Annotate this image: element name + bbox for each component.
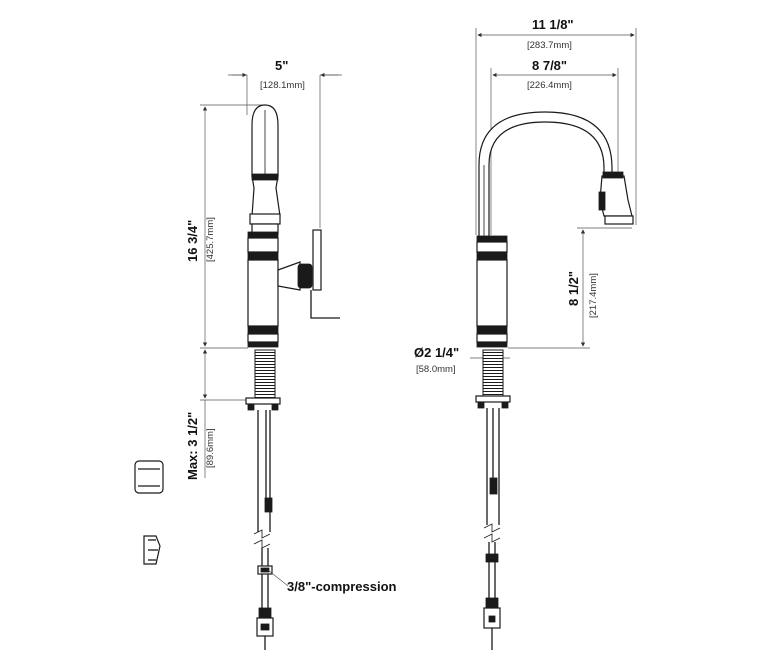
loose-parts [134,460,164,565]
spout-height-metric: [217.4mm] [588,273,599,318]
supply-callout-label: 3/8"-compression [287,579,397,594]
spout-label: 8 7/8" [532,58,567,73]
deck-metric: [89.6mm] [205,428,216,468]
reach-label: 11 1/8" [532,17,574,32]
spout-height-label: 8 1/2" [566,271,581,306]
supply-callout: 3/8"-compression [267,569,397,594]
base-label: Ø2 1/4" [414,345,459,360]
faucet-front-body [475,111,634,650]
side-view: 5" [128.1mm] 16 3/4" [425.7mm] Max: 3 1/… [134,58,397,650]
width-label: 5" [275,58,288,73]
front-view: 11 1/8" [283.7mm] 8 7/8" [226.4mm] 8 1/2… [414,17,637,650]
spout-dimension: 8 7/8" [226.4mm] [490,58,619,235]
height-dimension: 16 3/4" [425.7mm] [185,104,265,349]
height-label: 16 3/4" [185,220,200,262]
faucet-side-body [245,104,340,650]
base-metric: [58.0mm] [416,364,456,375]
deck-label: Max: 3 1/2" [185,412,200,480]
reach-metric: [283.7mm] [527,40,572,51]
reach-dimension: 11 1/8" [283.7mm] [475,17,637,235]
deck-dimension: Max: 3 1/2" [89.6mm] [185,349,250,480]
spout-height-dimension: 8 1/2" [217.4mm] [508,227,632,349]
width-metric: [128.1mm] [260,80,305,91]
width-dimension: 5" [128.1mm] [228,58,342,228]
height-metric: [425.7mm] [205,217,216,262]
spout-metric: [226.4mm] [527,80,572,91]
